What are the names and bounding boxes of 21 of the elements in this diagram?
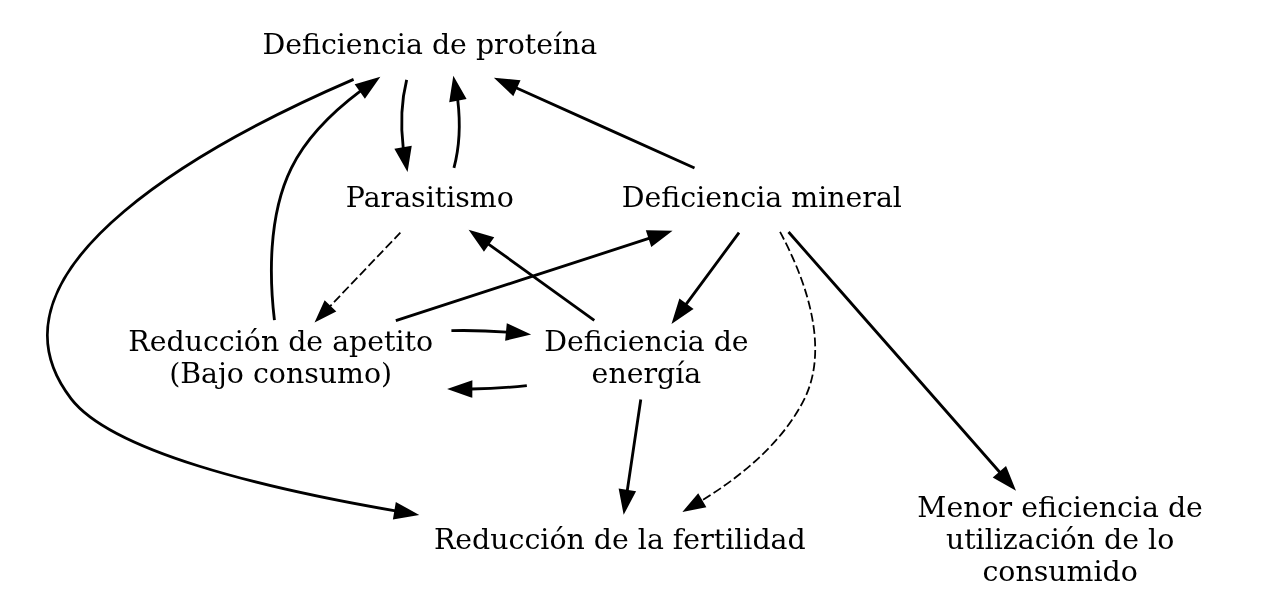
arrow — [618, 399, 642, 515]
arrow — [493, 77, 695, 170]
arrow — [446, 380, 527, 398]
node-text: Deficiencia de proteína — [261, 28, 597, 62]
node-text: Deficiencia de energía — [543, 324, 749, 390]
node-text: Deficiencia mineral — [621, 180, 902, 214]
arrow — [681, 231, 816, 512]
arrow — [786, 231, 1016, 491]
arrow — [393, 79, 412, 173]
arrow — [450, 323, 531, 341]
arrow — [269, 76, 380, 321]
arrow — [45, 78, 419, 520]
node-text: Reducción de apetito (Bajo consumo) — [127, 324, 433, 390]
node-text: Reducción de la fertilidad — [433, 523, 806, 557]
arrow — [448, 75, 467, 169]
node-text: Menor eficiencia de utilización de lo consumido — [916, 491, 1203, 589]
node-text: Parasitismo — [345, 180, 514, 214]
arrow — [314, 231, 401, 323]
arrow — [468, 229, 595, 322]
arrow — [394, 230, 673, 322]
arrow — [671, 231, 740, 325]
